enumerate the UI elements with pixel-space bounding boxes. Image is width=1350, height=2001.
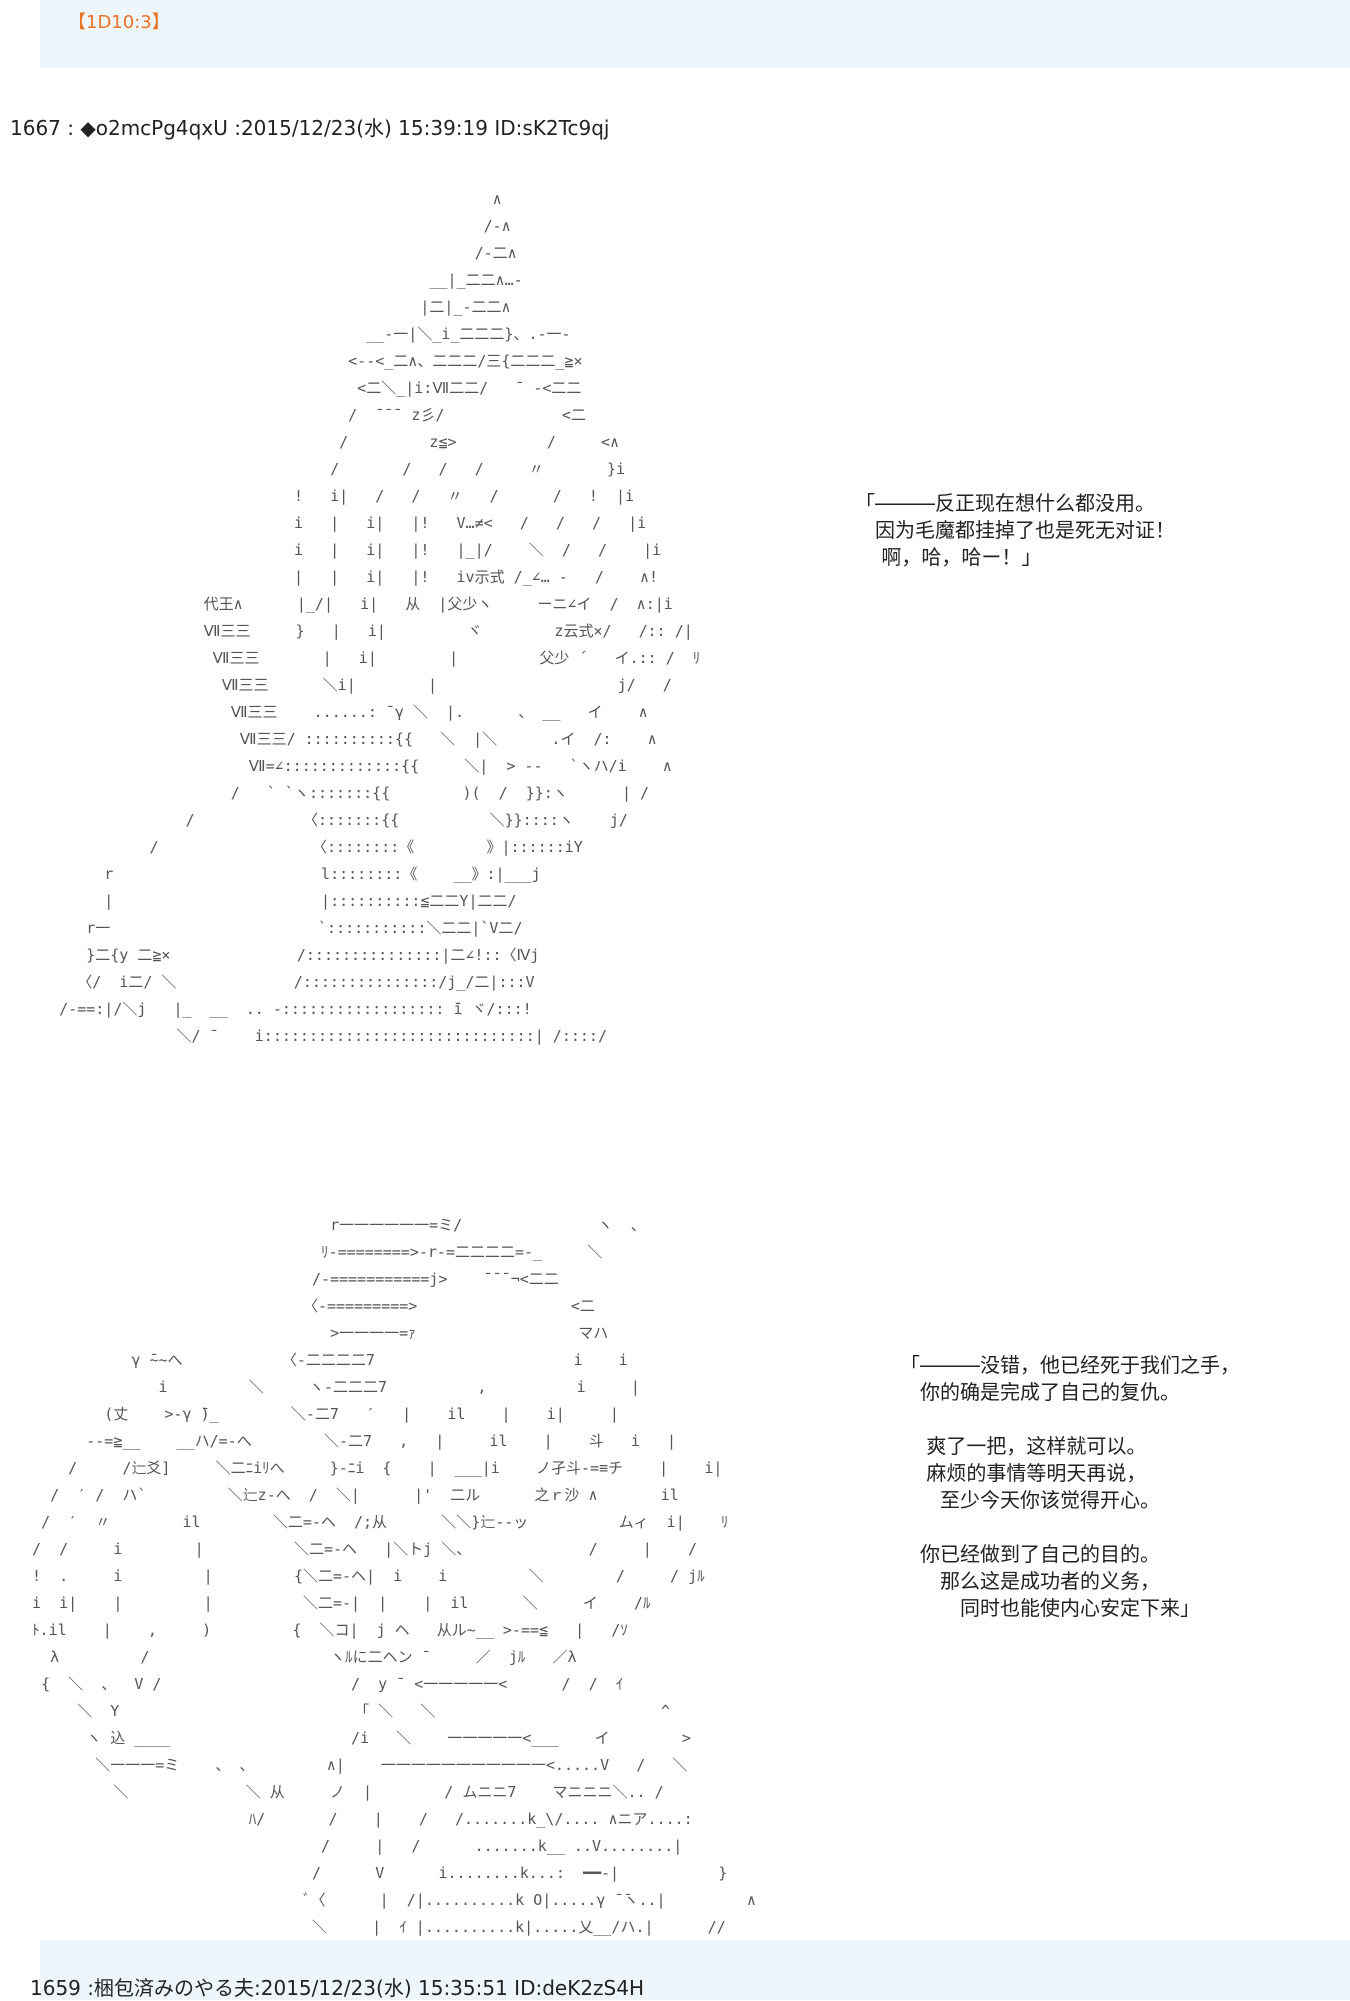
dialogue-line: 「―――没错，他已经死于我们之手， bbox=[900, 1353, 1240, 1377]
dialogue-line: 「―――反正现在想什么都没用。 bbox=[855, 491, 1155, 515]
post-date-id: :2015/12/23(水) 15:35:51 ID:deK2zS4H bbox=[254, 1976, 645, 2000]
dialogue-line: 同时也能使内心安定下来」 bbox=[900, 1596, 1200, 1620]
next-post-block bbox=[40, 1940, 1350, 2000]
dialogue-line bbox=[900, 1406, 1240, 1433]
dialogue-line: 啊，哈，哈ー！」 bbox=[855, 545, 1042, 569]
next-post-header: 1659 :梱包済みのやる夫:2015/12/23(水) 15:35:51 ID… bbox=[30, 1972, 644, 2001]
dice-roll-result: 【1D10:3】 bbox=[68, 12, 170, 33]
dialogue-line: 你已经做到了自己的目的。 bbox=[900, 1542, 1160, 1566]
post-date-id: :2015/12/23(水) 15:39:19 ID:sK2Tc9qj bbox=[227, 116, 610, 140]
previous-post-block bbox=[40, 0, 1350, 68]
ascii-art-scene-2: r一一一一一一=ミ/ ヽ 、 ﾘ-========>-r-=二二二二=-_ ＼ … bbox=[32, 1216, 756, 1936]
post-number[interactable]: 1667 bbox=[10, 116, 61, 140]
speech-bubble-2: 「―――没错，他已经死于我们之手， 你的确是完成了自己的复仇。 爽了一把，这样就… bbox=[900, 1352, 1240, 1622]
dialogue-line: 麻烦的事情等明天再说， bbox=[900, 1461, 1147, 1485]
dialogue-line bbox=[900, 1514, 1240, 1541]
ascii-art-scene-1: ∧ /-∧ /-二∧ __|_二二∧…- bbox=[59, 190, 701, 1045]
dialogue-line: 那么这是成功者的义务， bbox=[900, 1569, 1160, 1593]
post-separator: : bbox=[60, 116, 81, 140]
dialogue-line: 你的确是完成了自己的复仇。 bbox=[900, 1380, 1180, 1404]
dialogue-line: 至少今天你该觉得开心。 bbox=[900, 1488, 1160, 1512]
dialogue-line: 因为毛魔都挂掉了也是死无对证！ bbox=[855, 518, 1175, 542]
poster-name: ◆o2mcPg4qxU bbox=[80, 116, 228, 140]
dialogue-line: 爽了一把，这样就可以。 bbox=[900, 1434, 1147, 1458]
post-header: 1667 : ◆o2mcPg4qxU :2015/12/23(水) 15:39:… bbox=[10, 112, 609, 141]
post-number[interactable]: 1659 bbox=[30, 1976, 81, 2000]
speech-bubble-1: 「―――反正现在想什么都没用。 因为毛魔都挂掉了也是死无对证！ 啊，哈，哈ー！」 bbox=[855, 490, 1175, 571]
poster-name: :梱包済みのやる夫 bbox=[80, 1976, 255, 2000]
